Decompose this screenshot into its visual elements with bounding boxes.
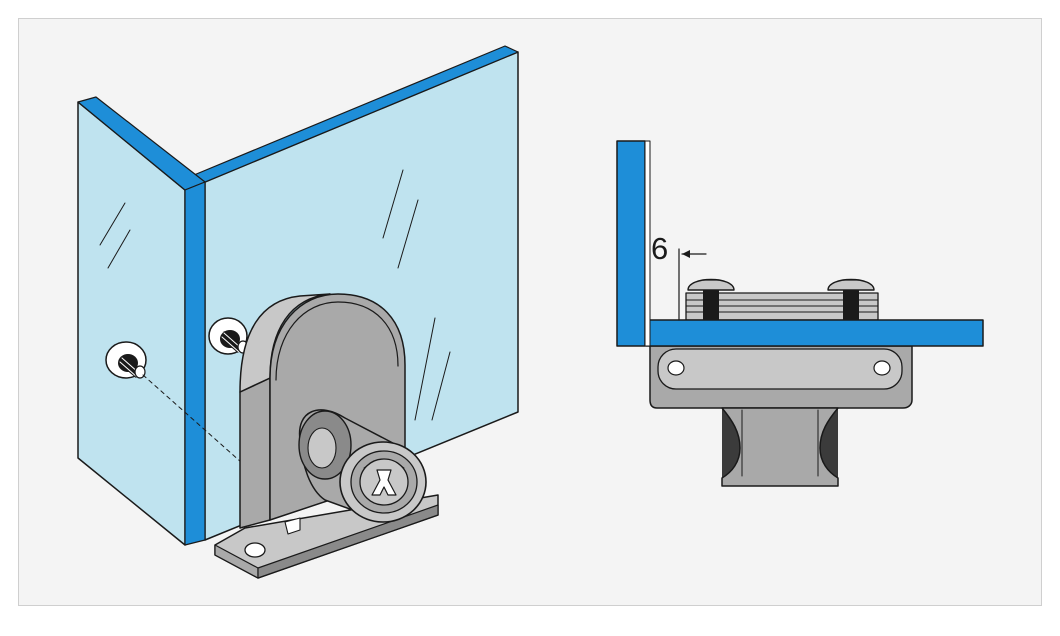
keyhole-icon [371, 469, 397, 496]
glass-screw-left [105, 341, 147, 379]
section-vertical-glass [616, 140, 651, 347]
section-lock-body [649, 345, 913, 487]
glass-lock [214, 293, 439, 579]
front-glass-panel [77, 96, 206, 546]
glass-reflection-lines [382, 169, 451, 421]
glass-screw-right [208, 317, 249, 355]
section-screw-left [687, 278, 735, 320]
section-view [616, 140, 984, 487]
section-screw-right [827, 278, 875, 320]
gap-dimension-label: 6 [651, 231, 669, 266]
isometric-view [77, 45, 519, 579]
section-horizontal-glass [645, 319, 984, 347]
gap-dimension [678, 248, 707, 321]
alignment-lines [142, 349, 269, 471]
